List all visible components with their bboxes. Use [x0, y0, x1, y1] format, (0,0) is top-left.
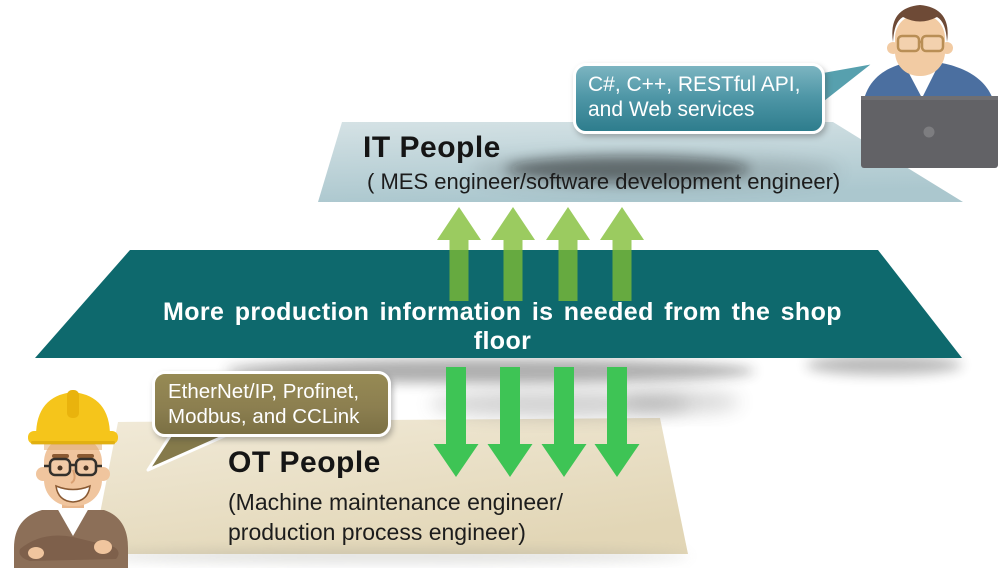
it-skills-speech-bubble: C#, C++, RESTful API, and Web services — [573, 63, 825, 134]
it-bubble-line-1: C#, C++, RESTful API, — [588, 73, 801, 96]
shop-floor-banner-shape — [35, 250, 962, 358]
ot-protocols-speech-bubble: EtherNet/IP, Profinet, Modbus, and CCLin… — [152, 371, 391, 437]
banner-shadow-lower-right — [620, 391, 740, 413]
ot-person-illustration — [14, 390, 128, 568]
up-arrow-icon — [546, 207, 590, 301]
it-bubble-line-2: and Web services — [588, 98, 755, 121]
ot-people-title: OT People — [228, 446, 381, 479]
ot-platform-edge-shadow — [90, 549, 690, 563]
four-down-arrows-icon — [433, 367, 640, 477]
ot-glasses-icon — [44, 457, 102, 477]
ot-bubble-line-1: EtherNet/IP, Profinet, — [168, 380, 360, 403]
up-arrow-icon — [437, 207, 481, 301]
ot-bubble-line-2: Modbus, and CCLink — [168, 405, 360, 428]
banner-line-1: More production information is needed fr… — [163, 298, 842, 326]
down-arrow-icon — [594, 367, 640, 477]
it-glasses-icon — [896, 34, 945, 53]
down-arrow-icon — [541, 367, 587, 477]
it-person-illustration — [861, 5, 998, 168]
ot-people-subtitle: (Machine maintenance engineer/ productio… — [228, 487, 563, 547]
up-arrow-icon — [600, 207, 644, 301]
ot-subtitle-line-1: (Machine maintenance engineer/ — [228, 489, 563, 515]
it-platform-shadow-soft — [470, 156, 840, 186]
shop-floor-banner-text: More production information is needed fr… — [40, 298, 965, 355]
banner-shadow-right — [806, 355, 962, 375]
down-arrow-icon — [433, 367, 479, 477]
laptop-icon — [861, 96, 998, 168]
up-arrow-icon — [491, 207, 535, 301]
it-people-title: IT People — [363, 131, 501, 164]
ot-subtitle-line-2: production process engineer) — [228, 519, 526, 545]
ot-platform — [92, 418, 688, 554]
four-up-arrows-icon — [437, 207, 644, 301]
it-people-subtitle: ( MES engineer/software development engi… — [367, 169, 841, 194]
banner-line-2: floor — [473, 326, 532, 355]
down-arrow-icon — [487, 367, 533, 477]
